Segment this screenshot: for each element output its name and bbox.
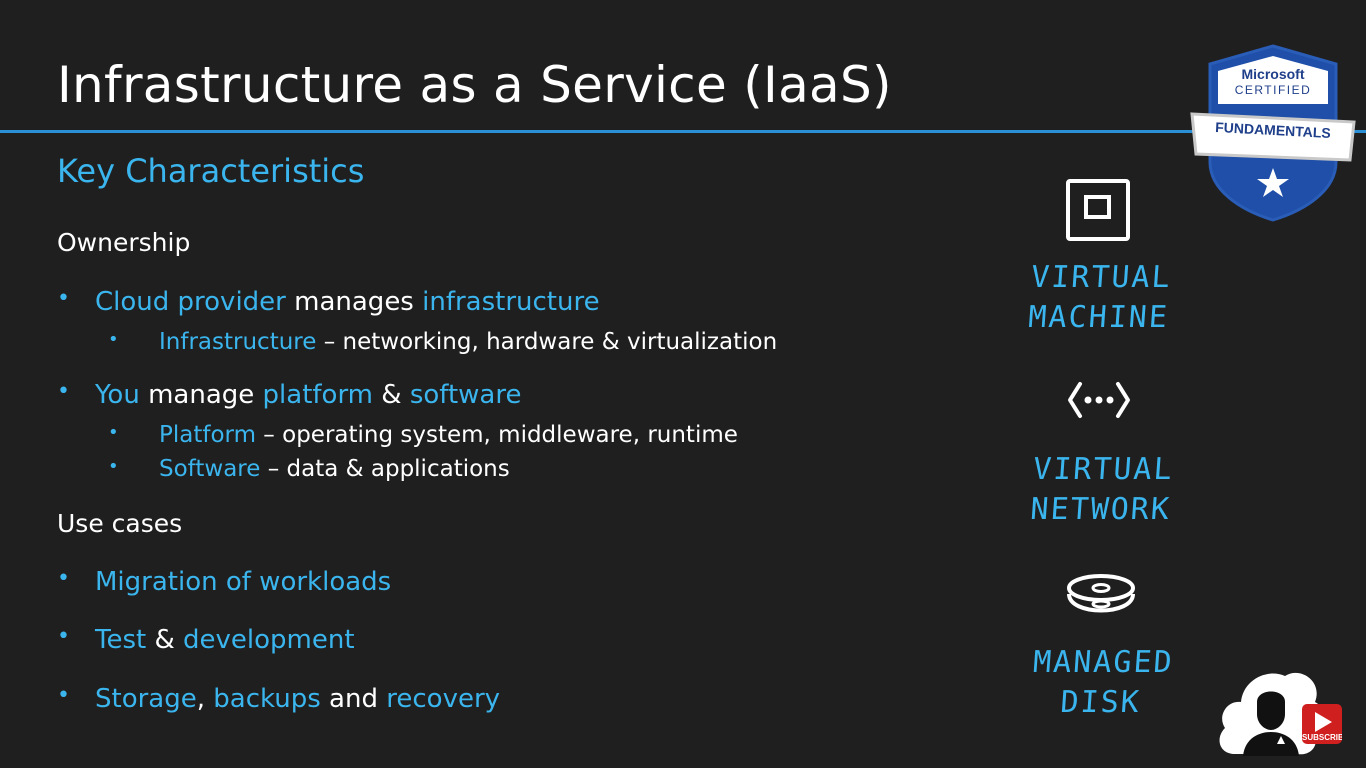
- certification-badge-icon: [1190, 44, 1356, 222]
- bullet: •: [57, 286, 70, 311]
- sub-item-text: Infrastructure – networking, hardware & …: [159, 329, 778, 355]
- bullet: •: [108, 329, 119, 350]
- badge-certified: CERTIFIED: [1234, 83, 1312, 97]
- list-item-text: Storage, backups and recovery: [95, 684, 501, 714]
- bullet: •: [108, 422, 119, 443]
- list-item-text: Cloud provider manages infrastructure: [95, 287, 600, 317]
- bullet: •: [57, 566, 70, 591]
- bullet: •: [57, 683, 70, 708]
- play-icon: [1315, 712, 1332, 732]
- list-item-text: Test & development: [95, 625, 355, 655]
- virtual-machine-icon: [1066, 179, 1130, 241]
- title-divider: [0, 130, 1366, 133]
- list-item-text: You manage platform & software: [95, 380, 522, 410]
- bullet: •: [108, 456, 119, 477]
- sub-item-text: Platform – operating system, middleware,…: [159, 422, 738, 448]
- sub-item-text: Software – data & applications: [159, 456, 510, 482]
- slide-subtitle: Key Characteristics: [57, 152, 365, 190]
- bullet: •: [57, 379, 70, 404]
- subscribe-button[interactable]: SUBSCRIBE: [1302, 704, 1342, 744]
- channel-avatar-icon: [1219, 672, 1324, 756]
- bullet: •: [57, 624, 70, 649]
- badge-brand: Microsoft: [1241, 66, 1305, 82]
- virtual-network-icon: [1068, 382, 1130, 418]
- slide-title: Infrastructure as a Service (IaaS): [57, 56, 892, 114]
- managed-disk-icon: [1067, 574, 1135, 613]
- subscribe-label: SUBSCRIBE: [1302, 733, 1342, 742]
- use-cases-heading: Use cases: [57, 509, 183, 538]
- list-item-text: Migration of workloads: [95, 567, 392, 597]
- ownership-heading: Ownership: [57, 228, 191, 257]
